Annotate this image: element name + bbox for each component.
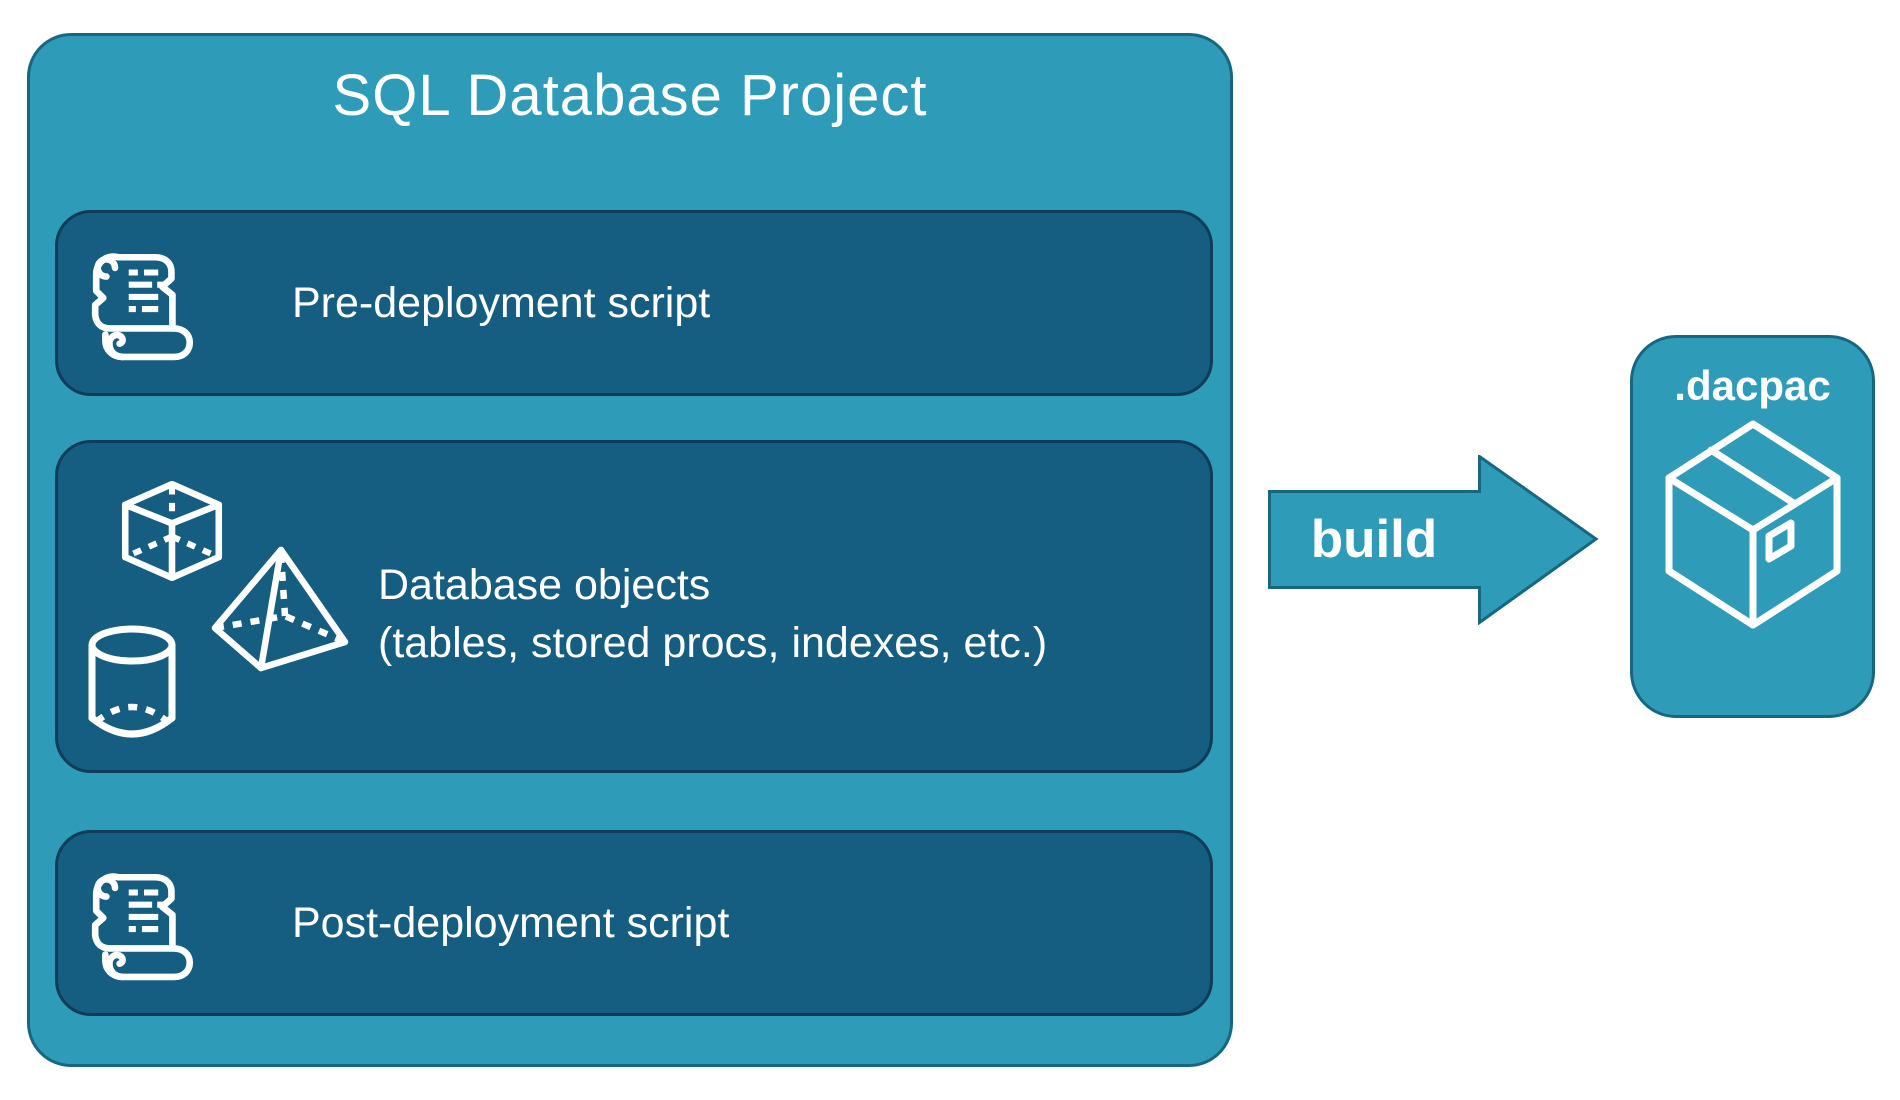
post-deployment-label: Post-deployment script <box>292 898 730 947</box>
scroll-icon <box>91 253 194 361</box>
cube-icon <box>121 480 223 581</box>
sql-database-project-container: SQL Database Project Pre-deployment scri… <box>27 33 1233 1067</box>
pre-deployment-label: Pre-deployment script <box>292 278 711 327</box>
dacpac-box: .dacpac <box>1630 335 1875 718</box>
scroll-icon <box>91 873 194 981</box>
project-title: SQL Database Project <box>332 63 928 128</box>
pre-deployment-box: Pre-deployment script <box>55 210 1213 396</box>
database-objects-box: Database objects (tables, stored procs, … <box>55 440 1213 773</box>
cylinder-icon <box>88 625 176 738</box>
database-objects-line2: (tables, stored procs, indexes, etc.) <box>378 618 1048 667</box>
database-objects-label: Database objects (tables, stored procs, … <box>378 556 1047 672</box>
3d-shapes-icon <box>58 443 378 770</box>
post-deployment-box: Post-deployment script <box>55 830 1213 1016</box>
pyramid-icon <box>211 546 349 672</box>
build-label: build <box>1311 510 1438 569</box>
build-arrow: build <box>1268 455 1599 625</box>
database-objects-line1: Database objects <box>378 560 711 609</box>
package-box-icon <box>1665 420 1840 629</box>
dacpac-label: .dacpac <box>1674 362 1831 409</box>
